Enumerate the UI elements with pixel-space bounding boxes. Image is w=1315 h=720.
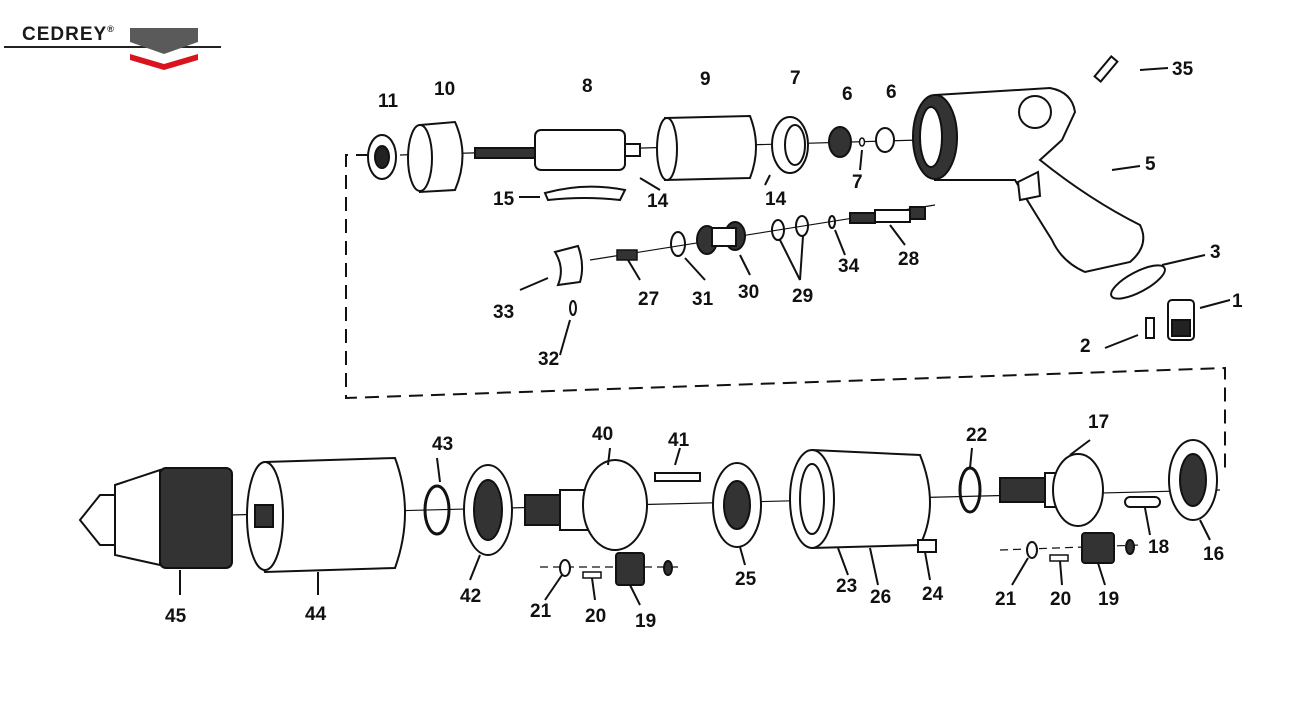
part-43-washer: [423, 484, 451, 536]
label-20-right: 20: [1050, 589, 1071, 610]
part-24-key: [917, 539, 937, 553]
part-12-end-cap: [407, 120, 464, 194]
label-14-left: 14: [647, 191, 669, 212]
label-26: 26: [870, 587, 891, 608]
part-6-bushing: [875, 127, 895, 153]
brand-reg-mark: ®: [107, 24, 115, 34]
label-19-right: 19: [1098, 589, 1119, 610]
label-32: 32: [538, 349, 559, 370]
cedrey-logo: CEDREY®: [0, 18, 225, 70]
label-3: 3: [1210, 242, 1221, 263]
label-40: 40: [592, 424, 613, 445]
label-41: 41: [668, 430, 690, 451]
part-7-ring: [858, 137, 866, 147]
label-44: 44: [305, 604, 327, 625]
part-40-planet-carrier: [524, 459, 648, 551]
part-25-bearing: [712, 462, 762, 548]
part-44-gear-case: [246, 456, 406, 574]
label-45: 45: [165, 606, 187, 627]
label-17: 17: [1088, 412, 1109, 433]
label-8: 6: [842, 84, 853, 105]
label-10: 8: [582, 76, 593, 97]
assembly-dashed-path: [345, 154, 1226, 470]
label-9: 7: [790, 68, 801, 89]
part-34-ring: [828, 215, 836, 229]
part-35-pin: [1093, 55, 1119, 83]
label-35: 35: [1172, 59, 1194, 80]
part-32-pin: [569, 300, 577, 316]
label-21-left: 21: [530, 601, 552, 622]
brand-chevron-icon: [4, 28, 221, 70]
label-28: 28: [898, 249, 919, 270]
planet-right-axis-line: [999, 544, 1141, 551]
label-25: 25: [735, 569, 757, 590]
part-19-planet-gear-right: [1081, 532, 1135, 564]
part-11-cylinder: [656, 114, 757, 182]
label-42: 42: [460, 586, 481, 607]
label-34: 34: [838, 256, 860, 277]
part-8-bearing: [828, 126, 852, 158]
part-13-bearing: [367, 134, 397, 180]
part-20-pin-right: [1049, 554, 1069, 562]
part-33-trigger: [553, 244, 584, 287]
label-20-left: 20: [585, 606, 606, 627]
label-43: 43: [432, 434, 453, 455]
label-30: 30: [738, 282, 759, 303]
label-33: 33: [493, 302, 514, 323]
part-23-ring-gear: [789, 448, 931, 550]
part-21-washer-left: [559, 559, 571, 577]
label-31: 31: [692, 289, 714, 310]
label-5: 5: [1145, 154, 1156, 175]
label-15: 15: [493, 189, 515, 210]
label-24: 24: [922, 584, 944, 605]
brand-name: CEDREY: [22, 24, 108, 45]
part-18-pin: [1124, 496, 1161, 508]
part-29-o-ring-a: [771, 219, 785, 241]
part-labels: 35 5 3 1 2 11 10 8 9 7 6 6 7 15 14 14 33…: [165, 59, 1243, 632]
label-2: 2: [1080, 336, 1091, 357]
label-13: 11: [378, 91, 399, 112]
label-27: 27: [638, 289, 659, 310]
label-12: 10: [434, 79, 455, 100]
label-29: 29: [792, 286, 813, 307]
part-17-spindle: [999, 453, 1104, 527]
label-1: 1: [1232, 291, 1243, 312]
label-7: 7: [852, 172, 863, 193]
label-16: 16: [1203, 544, 1224, 565]
label-11: 9: [700, 69, 711, 90]
part-42-bearing: [463, 464, 513, 556]
part-27-spring: [616, 249, 638, 261]
label-23: 23: [836, 576, 857, 597]
part-16-bearing: [1168, 439, 1218, 521]
label-18: 18: [1148, 537, 1169, 558]
part-22-washer: [958, 466, 982, 514]
label-14-right: 14: [765, 189, 787, 210]
part-19-planet-gear-left: [615, 552, 673, 586]
leader-lines: [179, 67, 1231, 606]
part-15-vane: [543, 185, 627, 202]
part-20-pin-left: [582, 571, 602, 579]
part-10-rotor: [474, 129, 641, 171]
part-3-gasket: [1110, 264, 1166, 300]
part-30-valve: [696, 221, 746, 255]
part-2-screw: [1145, 317, 1155, 339]
label-19-left: 19: [635, 611, 656, 632]
label-6: 6: [886, 82, 897, 103]
part-5-housing: [912, 86, 1145, 274]
part-45-chuck: [78, 467, 233, 569]
part-41-pin: [654, 472, 701, 482]
part-21-washer-right: [1026, 541, 1038, 559]
part-1-air-inlet: [1167, 299, 1195, 341]
part-31-o-ring: [670, 231, 686, 257]
label-22: 22: [966, 425, 987, 446]
part-28-valve-stem: [849, 206, 926, 224]
label-21-right: 21: [995, 589, 1017, 610]
part-9-end-plate: [771, 116, 809, 174]
